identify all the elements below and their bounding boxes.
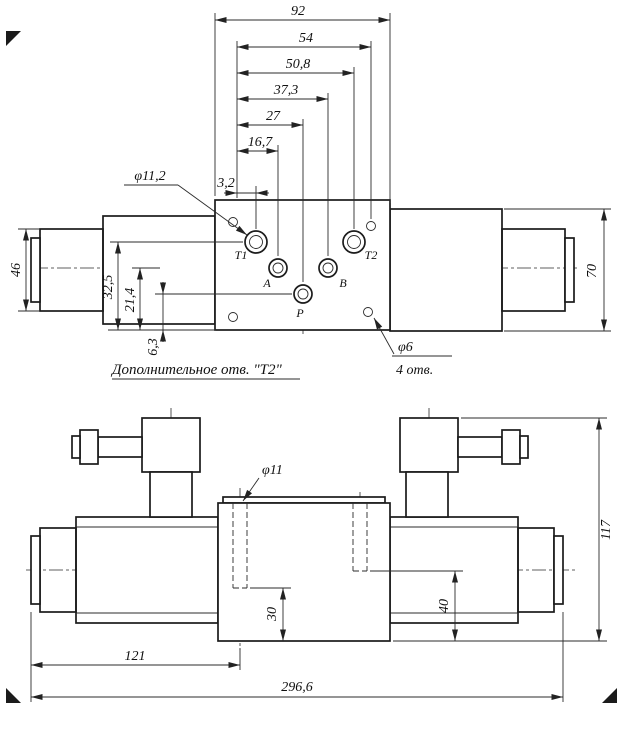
right-end-cap	[553, 535, 564, 605]
dim-54: 54	[299, 31, 313, 46]
dim-121: 121	[125, 649, 146, 664]
port-label-b: B	[339, 276, 347, 290]
dim-117: 117	[599, 519, 614, 540]
dim-32-5: 32,5	[101, 275, 116, 301]
right-solenoid-body	[389, 208, 503, 332]
central-block	[217, 502, 391, 642]
left-knurled-cap	[39, 228, 104, 312]
bottom-view: φ11 30 40 117 121 296,6	[26, 408, 614, 702]
callout-dia-11-2: φ11,2	[134, 169, 165, 184]
port-label-p: P	[295, 306, 304, 320]
dim-37-3: 37,3	[273, 83, 299, 98]
left-cable-gland-tip	[71, 435, 81, 459]
mount-hole-bl	[228, 312, 238, 322]
mount-hole-br	[363, 307, 373, 317]
dim-92: 92	[291, 4, 305, 19]
bottom-view-hidden-holes	[232, 503, 368, 589]
callout-4-holes: 4 отв.	[396, 363, 433, 378]
port-label-t1: T1	[235, 248, 248, 262]
dim-16-7: 16,7	[248, 135, 274, 150]
dim-30: 30	[265, 607, 280, 622]
right-end-plate	[564, 237, 575, 303]
port-t2-hole	[342, 230, 366, 254]
dim-40: 40	[437, 599, 452, 613]
dim-70: 70	[585, 264, 600, 278]
right-cable-gland-cap	[501, 429, 521, 465]
left-solenoid-tube	[75, 516, 219, 624]
left-cable-gland-stem	[97, 436, 143, 458]
left-solenoid-body	[102, 215, 216, 325]
port-p-hole	[293, 284, 313, 304]
right-connector-neck	[405, 471, 449, 518]
right-cable-gland-stem	[457, 436, 503, 458]
bottom-view-dimension-lines	[31, 418, 602, 700]
dim-21-4: 21,4	[123, 288, 138, 313]
left-end-plate	[30, 237, 41, 303]
mount-hole-tr	[366, 221, 376, 231]
right-solenoid-tube	[389, 516, 519, 624]
left-cable-gland-cap	[79, 429, 99, 465]
left-connector-neck	[149, 471, 193, 518]
dim-296-6: 296,6	[281, 680, 313, 695]
corner-mark-top-left	[6, 31, 21, 46]
port-t1-hole	[244, 230, 268, 254]
corner-mark-bottom-right	[602, 688, 617, 703]
bottom-view-extension-lines	[30, 417, 607, 702]
bottom-view-valve-body	[30, 417, 564, 642]
dim-dia-11: φ11	[262, 463, 283, 478]
port-label-t2: T2	[365, 248, 378, 262]
callout-dia-6: φ6	[398, 340, 413, 355]
top-view-dimension-lines	[23, 17, 607, 342]
corner-marks	[6, 31, 617, 703]
right-knurled-cap	[501, 228, 566, 312]
dim-3-2: 3,2	[216, 176, 235, 191]
left-connector-body	[141, 417, 201, 473]
port-b-hole	[318, 258, 338, 278]
top-view-extension-lines	[18, 13, 611, 332]
dim-27: 27	[266, 109, 281, 124]
corner-mark-bottom-left	[6, 688, 21, 703]
top-view-valve-body	[30, 199, 575, 332]
dim-50-8: 50,8	[286, 57, 311, 72]
top-view-leaders	[112, 184, 452, 380]
left-end-cap	[30, 535, 41, 605]
right-cable-gland-tip	[519, 435, 529, 459]
right-connector-body	[399, 417, 459, 473]
port-label-a: A	[262, 276, 271, 290]
top-view: 92 54 50,8 37,3 27 16,7 3,2 φ11,2 46 32,…	[9, 4, 611, 380]
valve-plate	[214, 199, 391, 331]
dim-46: 46	[9, 263, 24, 277]
mounting-face-strip	[222, 496, 386, 504]
port-a-hole	[268, 258, 288, 278]
note-extra-hole-t2: Дополнительное отв. "Т2"	[110, 362, 282, 378]
dim-6-3: 6,3	[146, 338, 161, 356]
top-view-ports	[228, 217, 376, 322]
